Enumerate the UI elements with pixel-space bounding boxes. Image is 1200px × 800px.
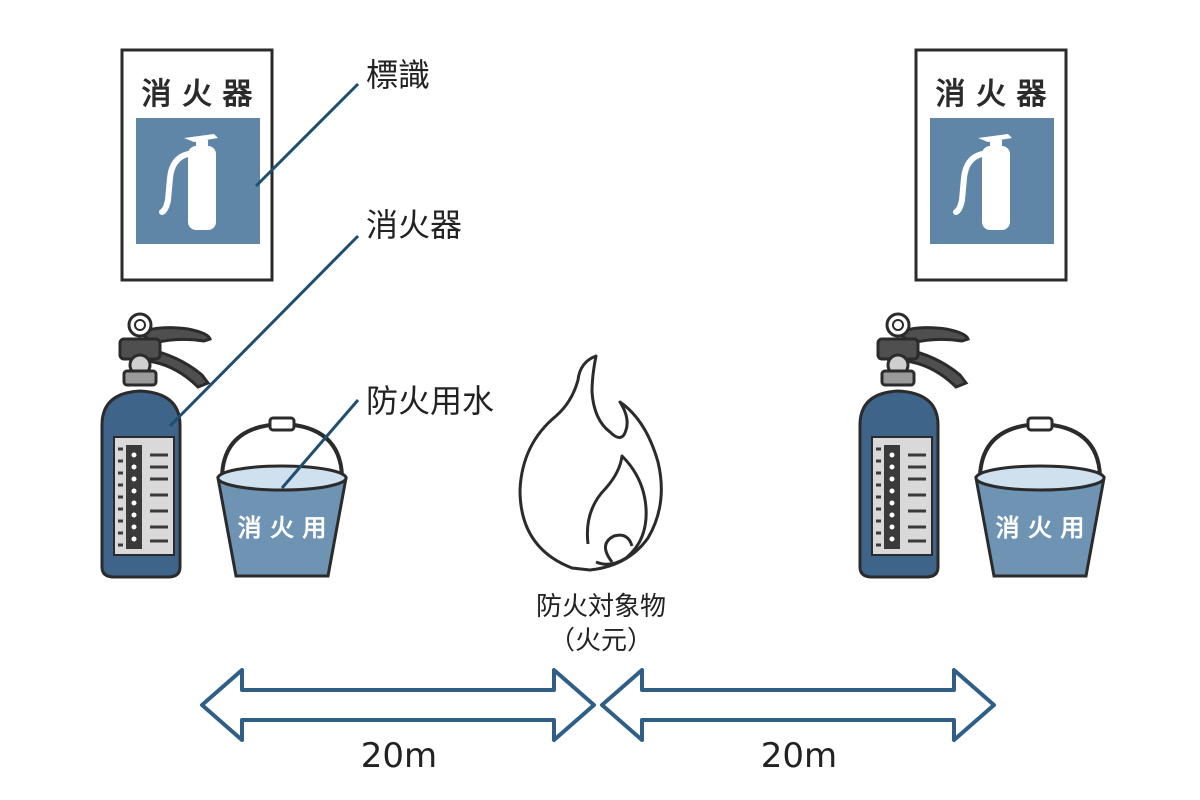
flame-icon: [518, 354, 663, 572]
callout-line-extinguisher: [168, 234, 360, 428]
left-sign: 消 火 器: [122, 50, 272, 280]
right-sign: 消 火 器: [916, 50, 1066, 280]
fire-object-label: 防火対象物: [536, 592, 666, 622]
sign-text: 消 火 器: [936, 77, 1048, 112]
bucket-label: 消 火 用: [238, 514, 327, 542]
callout-line-sign: [254, 82, 360, 188]
callout-line-water: [280, 399, 360, 489]
callout-label-water: 防火用水: [366, 382, 494, 420]
right-distance-label: 20m: [761, 736, 837, 776]
sign-text: 消 火 器: [142, 77, 254, 112]
fire-origin-label: （火元）: [549, 626, 653, 656]
callout-label-extinguisher: 消火器: [366, 206, 462, 244]
left-fire-extinguisher: [100, 312, 212, 579]
left-water-bucket: 消 火 用: [216, 416, 348, 578]
right-fire-extinguisher: [858, 312, 970, 579]
right-water-bucket: 消 火 用: [974, 416, 1106, 578]
right-distance-arrow: [600, 668, 996, 742]
bucket-label: 消 火 用: [996, 514, 1085, 542]
left-distance-label: 20m: [361, 736, 437, 776]
callout-label-sign: 標識: [366, 56, 430, 94]
left-distance-arrow: [200, 668, 596, 742]
